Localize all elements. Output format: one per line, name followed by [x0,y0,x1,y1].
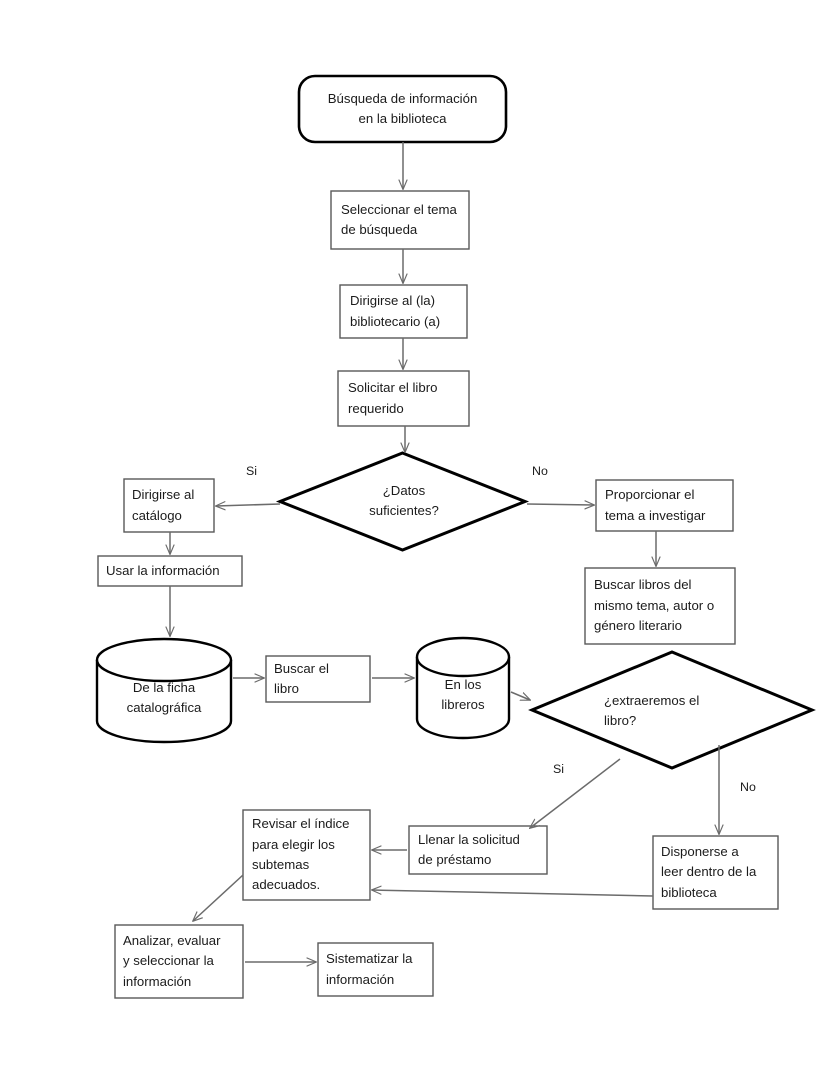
edge-label-si-extraer: Si [553,762,565,776]
node-disponerse-leer-shape[interactable] [652,835,779,910]
node-seleccionar-tema-shape[interactable] [330,190,470,250]
node-dirigirse-catalogo-shape[interactable] [123,478,215,533]
edge-revisar-to-analizar [193,874,244,921]
node-analizar-evaluar-shape[interactable] [114,924,244,999]
node-extraeremos-libro-shape[interactable] [528,650,816,770]
node-sistematizar-shape[interactable] [317,942,434,997]
edge-label-no-extraer: No [740,780,756,794]
edge-libreros-to-extraeremos [510,691,530,700]
node-en-los-libreros-shape[interactable] [415,636,511,740]
edge-label-no-datos: No [532,464,548,478]
node-proporcionar-tema-shape[interactable] [595,479,734,532]
node-usar-informacion-shape[interactable] [97,555,243,587]
edge-label-si-datos: Si [246,464,258,478]
node-dirigirse-bibliotecario-shape[interactable] [339,284,468,339]
node-ficha-catalografica-shape[interactable] [95,637,233,744]
edge-disponerse-to-revisar [372,890,654,897]
node-start-shape[interactable] [297,74,508,144]
edge-extraeremos-si-to-llenar [530,758,621,828]
node-llenar-solicitud-shape[interactable] [408,825,548,875]
node-datos-suficientes-shape[interactable] [275,451,530,552]
edge-datos-no-to-proporcionar [526,504,594,505]
node-solicitar-libro-shape[interactable] [337,370,470,427]
node-revisar-indice-shape[interactable] [242,809,371,901]
node-buscar-libros-shape[interactable] [584,567,736,645]
edge-datos-si-to-catalogo [216,504,281,506]
node-buscar-el-libro-shape[interactable] [265,655,371,703]
